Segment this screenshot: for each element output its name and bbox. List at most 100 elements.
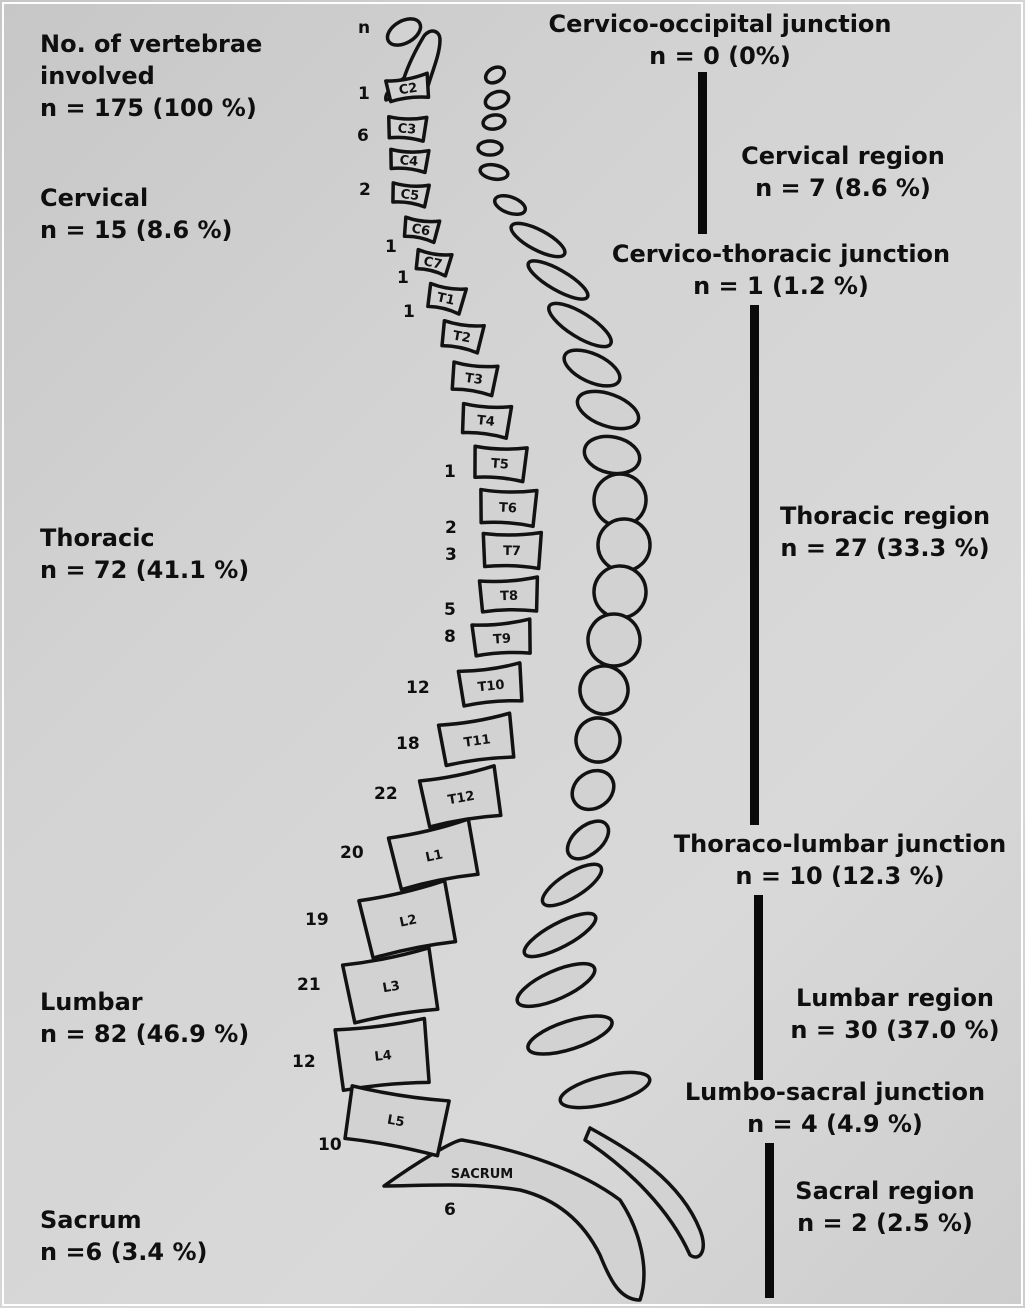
vertebra-label-t4: T4 (476, 413, 495, 430)
vertebra-count-l5: 10 (318, 1135, 342, 1155)
cervico-occipital-title: Cervico-occipital junction (520, 8, 920, 40)
spinous-process-outline (584, 610, 644, 670)
vertebra-label-c3: C3 (397, 121, 417, 137)
spinous-process-outline (572, 384, 643, 436)
vertebra-label-l4: L4 (374, 1048, 393, 1065)
sacral-region-value: n = 2 (2.5 %) (775, 1207, 995, 1239)
vertebra-t6: T6 (479, 488, 537, 527)
lumbar-region: Lumbar region n = 30 (37.0 %) (775, 982, 1015, 1046)
vertebra-count-l2: 19 (305, 910, 329, 930)
lumbo-sacral-value: n = 4 (4.9 %) (665, 1108, 1005, 1140)
vertebra-t8: T8 (479, 577, 538, 613)
vertebra-t10: T10 (458, 663, 524, 707)
vertebra-label-t3: T3 (464, 371, 484, 388)
lumbar-summary-title: Lumbar (40, 986, 249, 1018)
lumbo-sacral-junction: Lumbo-sacral junction n = 4 (4.9 %) (665, 1076, 1005, 1140)
sacral-region: Sacral region n = 2 (2.5 %) (775, 1175, 995, 1239)
vertebra-count-t7: 3 (445, 545, 457, 565)
spinous-process-outline (492, 192, 528, 218)
thoracic-summary-value: n = 72 (41.1 %) (40, 554, 249, 586)
vertebra-l5: L5 (343, 1084, 449, 1156)
cervico-thoracic-junction: Cervico-thoracic junction n = 1 (1.2 %) (585, 238, 977, 302)
vertebra-l1: L1 (388, 819, 480, 891)
vertebra-count-t1: 1 (403, 302, 415, 322)
sacral-region-title: Sacral region (775, 1175, 995, 1207)
spinous-process-outline (512, 955, 600, 1015)
cervico-occipital-value: n = 0 (0%) (520, 40, 920, 72)
vertebra-count-c5: 2 (359, 180, 371, 200)
vertebra-label-l3: L3 (381, 979, 401, 997)
thoracic-region-bar (750, 305, 759, 825)
spinous-process-outline (519, 906, 601, 965)
spinous-process-outline (568, 710, 628, 770)
lumbar-region-title: Lumbar region (775, 982, 1015, 1014)
vertebra-label-t7: T7 (503, 544, 521, 559)
vertebra-count-t10: 12 (406, 678, 430, 698)
vertebra-count-t8: 5 (444, 600, 456, 620)
spinous-process-outline (597, 518, 651, 572)
spinous-process-outline (581, 432, 643, 479)
vertebra-label-c2: C2 (398, 81, 419, 98)
vertebra-label-t10: T10 (477, 678, 505, 696)
spinous-process-outline (482, 113, 506, 131)
vertebra-label-t5: T5 (490, 456, 509, 472)
lumbar-region-value: n = 30 (37.0 %) (775, 1014, 1015, 1046)
thoraco-lumbar-junction: Thoraco-lumbar junction n = 10 (12.3 %) (660, 828, 1020, 892)
cervico-thoracic-value: n = 1 (1.2 %) (585, 270, 977, 302)
spinous-process-outline (573, 659, 635, 721)
vertebra-count-c2: 1 (358, 84, 370, 104)
sacrum-label: SACRUM (451, 1167, 513, 1182)
vertebra-t9: T9 (472, 619, 532, 657)
vertebra-count-l1: 20 (340, 843, 364, 863)
total-vertebrae-title-line2: involved (40, 60, 262, 92)
vertebra-label-t8: T8 (500, 589, 518, 605)
thoracic-summary: Thoracic n = 72 (41.1 %) (40, 522, 249, 586)
vertebra-l3: L3 (342, 948, 439, 1024)
vertebra-l2: L2 (359, 881, 458, 960)
total-vertebrae-title: No. of vertebrae involved n = 175 (100 %… (40, 28, 262, 124)
thoracic-region: Thoracic region n = 27 (33.3 %) (760, 500, 1010, 564)
cervical-summary-value: n = 15 (8.6 %) (40, 214, 233, 246)
vertebra-t12: T12 (419, 766, 503, 828)
total-vertebrae-title-line1: No. of vertebrae (40, 28, 262, 60)
thoracic-summary-title: Thoracic (40, 522, 249, 554)
vertebra-count-t11: 18 (396, 734, 420, 754)
vertebra-t7: T7 (483, 531, 542, 568)
cervico-thoracic-title: Cervico-thoracic junction (585, 238, 977, 270)
vertebra-t2: T2 (440, 319, 484, 354)
count-column-header: n (358, 18, 370, 38)
spinous-process-outline (524, 254, 593, 305)
thoracic-region-title: Thoracic region (760, 500, 1010, 532)
cervical-region-title: Cervical region (708, 140, 978, 172)
cervical-summary-title: Cervical (40, 182, 233, 214)
spinous-process-outline (559, 343, 625, 394)
vertebra-t4: T4 (460, 402, 511, 439)
cervical-region-bar (698, 72, 707, 234)
vertebra-label-c4: C4 (399, 153, 419, 170)
sacrum-summary: Sacrum n =6 (3.4 %) (40, 1204, 207, 1268)
vertebra-count-t9: 8 (444, 627, 456, 647)
spinous-process-outline (565, 763, 622, 818)
vertebra-label-c6: C6 (410, 221, 431, 239)
vertebra-c3: C3 (387, 115, 427, 142)
vertebra-c2: C2 (386, 73, 431, 103)
spinous-process-outline (557, 1065, 653, 1114)
cervico-occipital-junction: Cervico-occipital junction n = 0 (0%) (520, 8, 920, 72)
spinous-process-outline (507, 217, 569, 263)
vertebra-label-t2: T2 (452, 329, 472, 347)
vertebra-label-t6: T6 (499, 501, 518, 517)
sacral-region-bar (765, 1143, 774, 1298)
vertebra-t1: T1 (426, 282, 467, 315)
vertebra-l4: L4 (335, 1018, 431, 1091)
vertebra-count-c3: 6 (357, 126, 369, 146)
vertebra-c6: C6 (402, 215, 439, 243)
thoraco-lumbar-title: Thoraco-lumbar junction (660, 828, 1020, 860)
vertebra-count-t5: 1 (444, 462, 456, 482)
sacrum-summary-value: n =6 (3.4 %) (40, 1236, 207, 1268)
spinous-process-outline (561, 814, 616, 866)
vertebra-count-t12: 22 (374, 784, 398, 804)
vertebra-label-c5: C5 (400, 187, 420, 204)
spinous-process-outline (537, 857, 607, 913)
vertebra-count-l3: 21 (297, 975, 321, 995)
vertebra-t11: T11 (438, 713, 515, 767)
